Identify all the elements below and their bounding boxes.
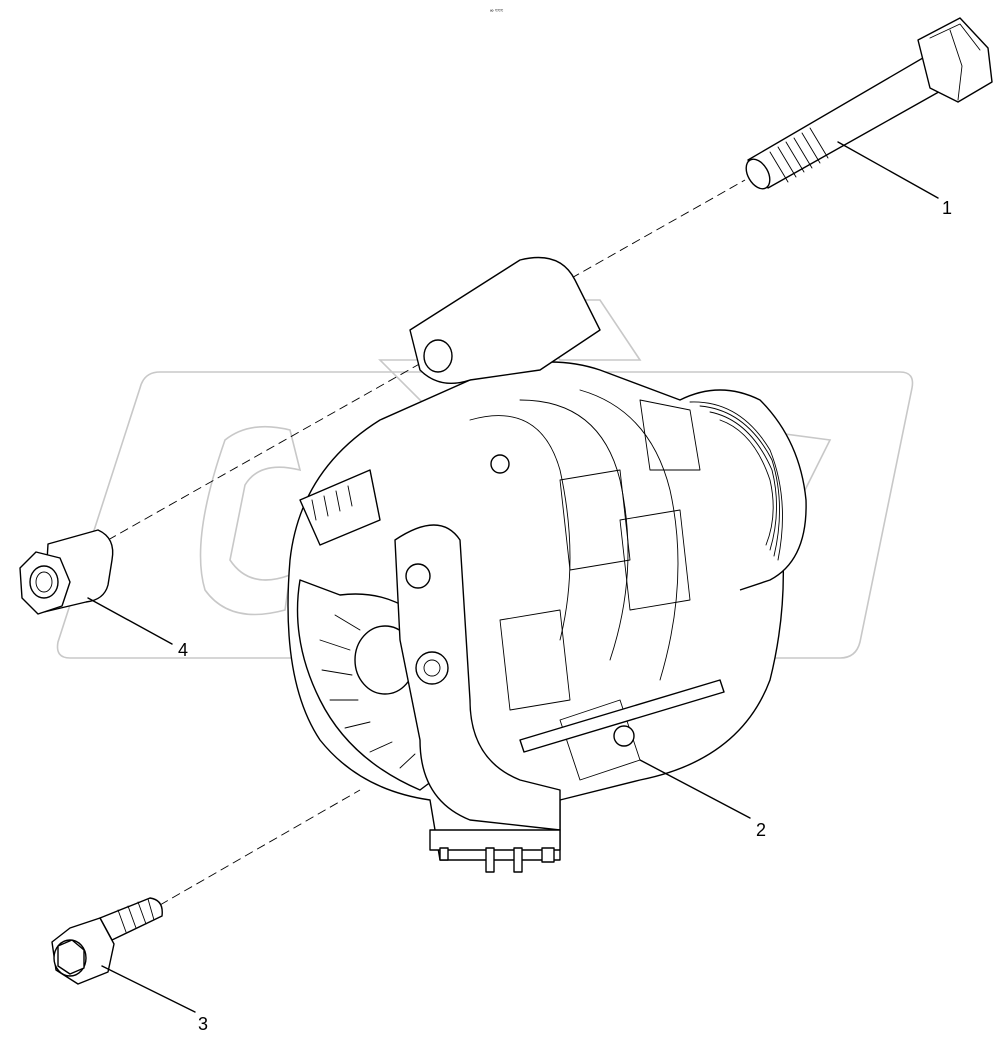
callout-2[interactable]: 2 bbox=[756, 820, 766, 840]
long-bolt-part-1[interactable] bbox=[741, 17, 993, 193]
header-mark: ∞ ≈≈≈ bbox=[490, 8, 503, 14]
flange-bolt-part-3[interactable] bbox=[51, 897, 163, 985]
callout-1[interactable]: 1 bbox=[942, 198, 952, 218]
leader-line-2 bbox=[639, 759, 751, 819]
leader-line-4 bbox=[87, 597, 173, 645]
leader-line-3 bbox=[101, 965, 196, 1013]
leader-line-1 bbox=[837, 141, 939, 199]
callout-4[interactable]: 4 bbox=[178, 640, 188, 660]
sleeve-nut-part-4[interactable] bbox=[19, 529, 114, 615]
alternator-part-2[interactable] bbox=[287, 256, 807, 873]
assembly-axis-lower bbox=[159, 789, 361, 906]
callout-3[interactable]: 3 bbox=[198, 1014, 208, 1034]
